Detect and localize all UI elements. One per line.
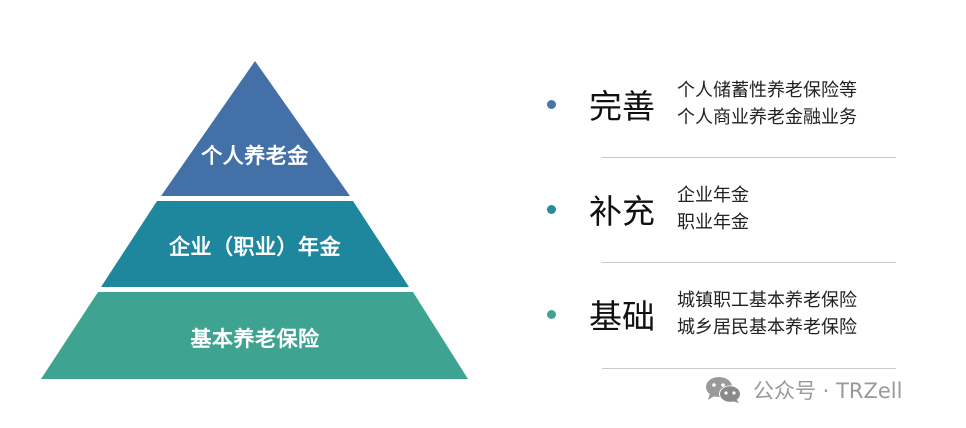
pyramid-label-bottom: 基本养老保险	[190, 327, 320, 351]
legend-item-improve: 完善 个人储蓄性养老保险等 个人商业养老金融业务	[540, 78, 900, 138]
pyramid-shape	[41, 61, 468, 379]
legend-item-basic: 基础 城镇职工基本养老保险 城乡居民基本养老保险	[540, 288, 900, 348]
legend-line: 职业年金	[677, 212, 749, 233]
legend-line: 城乡居民基本养老保险	[677, 317, 857, 338]
pyramid-layer-middle	[101, 201, 409, 287]
bullet-icon	[547, 205, 556, 214]
pyramid-layer-bottom	[41, 292, 468, 379]
divider	[602, 157, 896, 158]
pension-pyramid: 个人养老金 企业（职业）年金 基本养老保险	[41, 61, 468, 379]
legend-line: 个人储蓄性养老保险等	[677, 80, 857, 101]
legend-description: 城镇职工基本养老保险 城乡居民基本养老保险	[677, 287, 857, 341]
legend-line: 个人商业养老金融业务	[677, 107, 857, 128]
divider	[602, 368, 896, 369]
watermark: 公众号 · TRZell	[705, 375, 902, 405]
legend-description: 企业年金 职业年金	[677, 182, 749, 236]
pyramid-layer-top	[161, 61, 350, 196]
legend-description: 个人储蓄性养老保险等 个人商业养老金融业务	[677, 77, 857, 131]
pyramid-label-top: 个人养老金	[201, 144, 309, 168]
divider	[602, 262, 896, 263]
legend-keyword: 完善	[589, 87, 655, 126]
legend-keyword: 基础	[589, 297, 655, 336]
pyramid-label-middle: 企业（职业）年金	[169, 235, 341, 259]
watermark-text: 公众号 · TRZell	[753, 379, 903, 403]
legend-keyword: 补充	[589, 192, 655, 231]
wechat-icon	[705, 376, 743, 404]
bullet-icon	[547, 100, 556, 109]
bullet-icon	[547, 310, 556, 319]
legend-line: 企业年金	[677, 185, 749, 206]
legend-line: 城镇职工基本养老保险	[677, 290, 857, 311]
legend-item-supplement: 补充 企业年金 职业年金	[540, 183, 900, 243]
